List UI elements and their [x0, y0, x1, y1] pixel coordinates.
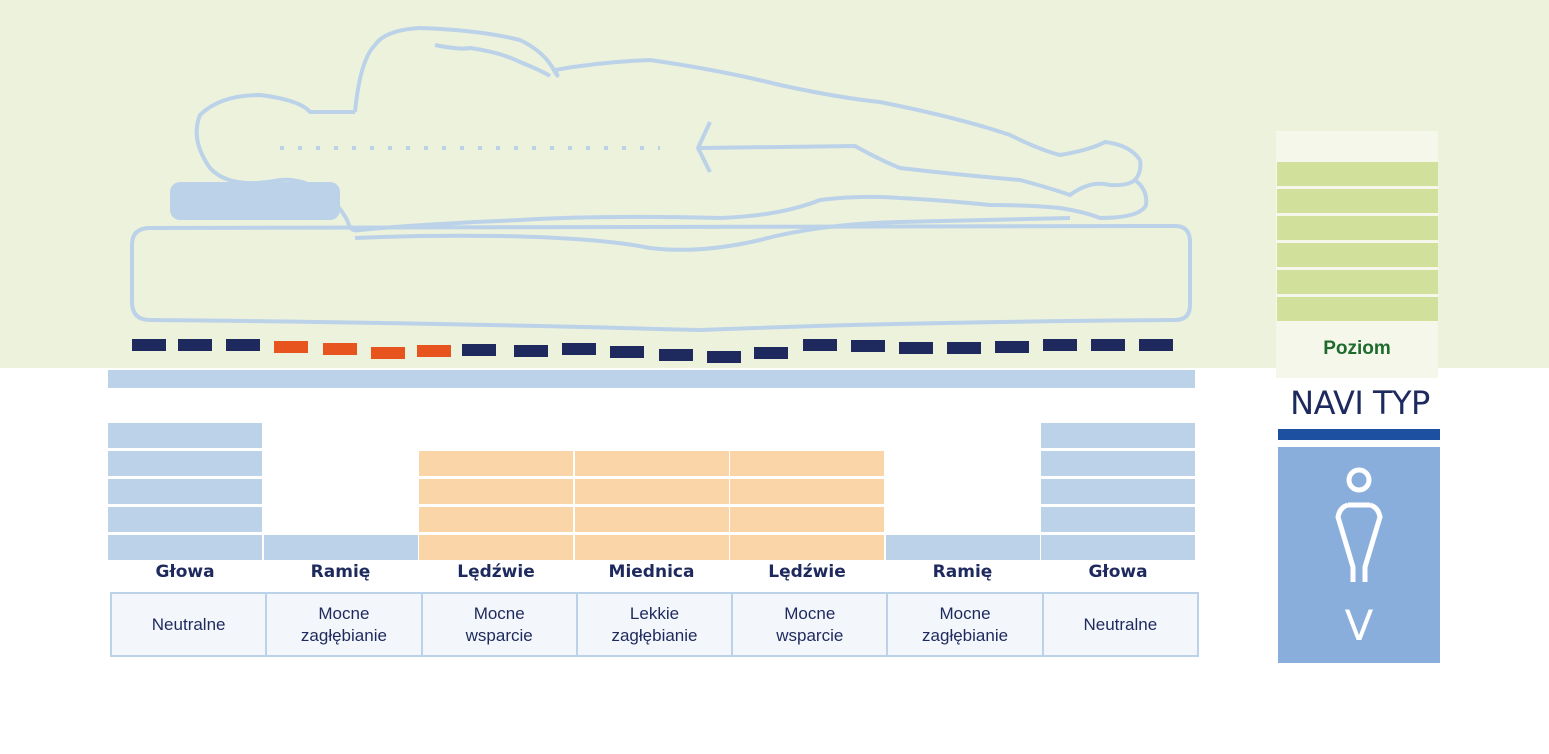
zone-description: Mocne wsparcie: [733, 594, 889, 655]
zone-description: Mocne zagłębianie: [267, 594, 423, 655]
person-outline: [194, 26, 1149, 233]
navi-type-title: NAVI TYP: [1290, 384, 1430, 422]
support-dash: [1091, 339, 1125, 351]
support-dash: [610, 346, 644, 358]
zone-label: Lędźwie: [768, 562, 846, 582]
zone-description: Neutralne: [112, 594, 268, 655]
sleeping-person-diagram: [130, 26, 1192, 363]
zone-bar-segment: [263, 535, 418, 560]
zone-bar-segment: [419, 507, 573, 532]
zone-label: Ramię: [932, 562, 993, 582]
pillow-shape: [170, 182, 340, 220]
person-icon: [1335, 467, 1383, 582]
zone-bar-segment: [419, 535, 573, 560]
level-indicator: Poziom: [1276, 131, 1438, 378]
support-dash: [132, 339, 166, 351]
spine-support-dashes: [132, 339, 1173, 363]
zone-label: Lędźwie: [457, 562, 535, 582]
zone-description: Lekkie zagłębianie: [578, 594, 734, 655]
support-dash: [851, 340, 885, 352]
support-dash: [659, 349, 693, 361]
level-stripe: [1277, 189, 1438, 213]
navi-divider: [1278, 429, 1440, 440]
zone-bar-segment: [730, 507, 884, 532]
support-dash: [178, 339, 212, 351]
support-dash: [754, 347, 788, 359]
zone-bar-segment: [1041, 535, 1195, 560]
support-dash: [803, 339, 837, 351]
zone-bar-segment: [419, 479, 573, 504]
zone-description-table: Neutralne Mocne zagłębianie Mocne wsparc…: [110, 592, 1199, 657]
support-dash: [1043, 339, 1077, 351]
zone-description: Mocne wsparcie: [423, 594, 578, 655]
zone-bar-segment: [1041, 451, 1195, 476]
person-arm-outline: [434, 43, 552, 78]
support-dash: [899, 342, 933, 354]
level-stripe: [1277, 162, 1438, 186]
support-dash: [562, 343, 596, 355]
navi-type-letter: V: [1344, 601, 1374, 650]
mattress-base-bar: [108, 370, 1195, 388]
level-stripe: [1277, 216, 1438, 240]
zone-label: Głowa: [1088, 562, 1148, 582]
zone-bar-segment: [108, 535, 262, 560]
support-dash: [462, 344, 496, 356]
zone-bar-segment: [885, 535, 1040, 560]
level-stripe: [1277, 297, 1438, 321]
zone-bar-segment: [108, 423, 262, 448]
zone-bar-segment: [730, 451, 884, 476]
person-leg-outline: [699, 143, 1137, 198]
zone-label: Miednica: [608, 562, 695, 582]
zone-bar-segment: [730, 535, 884, 560]
navi-type-card: V: [1278, 447, 1440, 663]
zone-bar-segment: [730, 479, 884, 504]
zone-bar-segment: [419, 451, 573, 476]
zone-bar-segment: [1041, 507, 1195, 532]
zone-description: Mocne zagłębianie: [888, 594, 1044, 655]
zone-label: Głowa: [155, 562, 215, 582]
support-dash: [226, 339, 260, 351]
support-dash: [371, 347, 405, 359]
zone-description: Neutralne: [1083, 614, 1158, 634]
support-dash: [417, 345, 451, 357]
support-dash: [274, 341, 308, 353]
zone-bar-segment: [108, 479, 262, 504]
zone-bar-segment: [574, 535, 729, 560]
mattress-outline: [130, 223, 1192, 333]
support-dash: [1139, 339, 1173, 351]
support-dash: [514, 345, 548, 357]
spine-arrow-head: [695, 121, 712, 173]
support-dash: [323, 343, 357, 355]
person-body-lower-outline: [354, 216, 1071, 252]
zone-bar-segment: [574, 451, 729, 476]
zone-bar-segment: [108, 451, 262, 476]
zone-bar-segment: [108, 507, 262, 532]
zone-bar-segment: [574, 479, 729, 504]
level-stripe: [1277, 270, 1438, 294]
zone-bar-segment: [1041, 423, 1195, 448]
zone-bar-segment: [1041, 479, 1195, 504]
support-dash: [707, 351, 741, 363]
support-dash: [947, 342, 981, 354]
support-dash: [995, 341, 1029, 353]
zone-label: Ramię: [310, 562, 371, 582]
level-label: Poziom: [1323, 338, 1391, 359]
zone-bar-segment: [574, 507, 729, 532]
level-stripe: [1277, 243, 1438, 267]
